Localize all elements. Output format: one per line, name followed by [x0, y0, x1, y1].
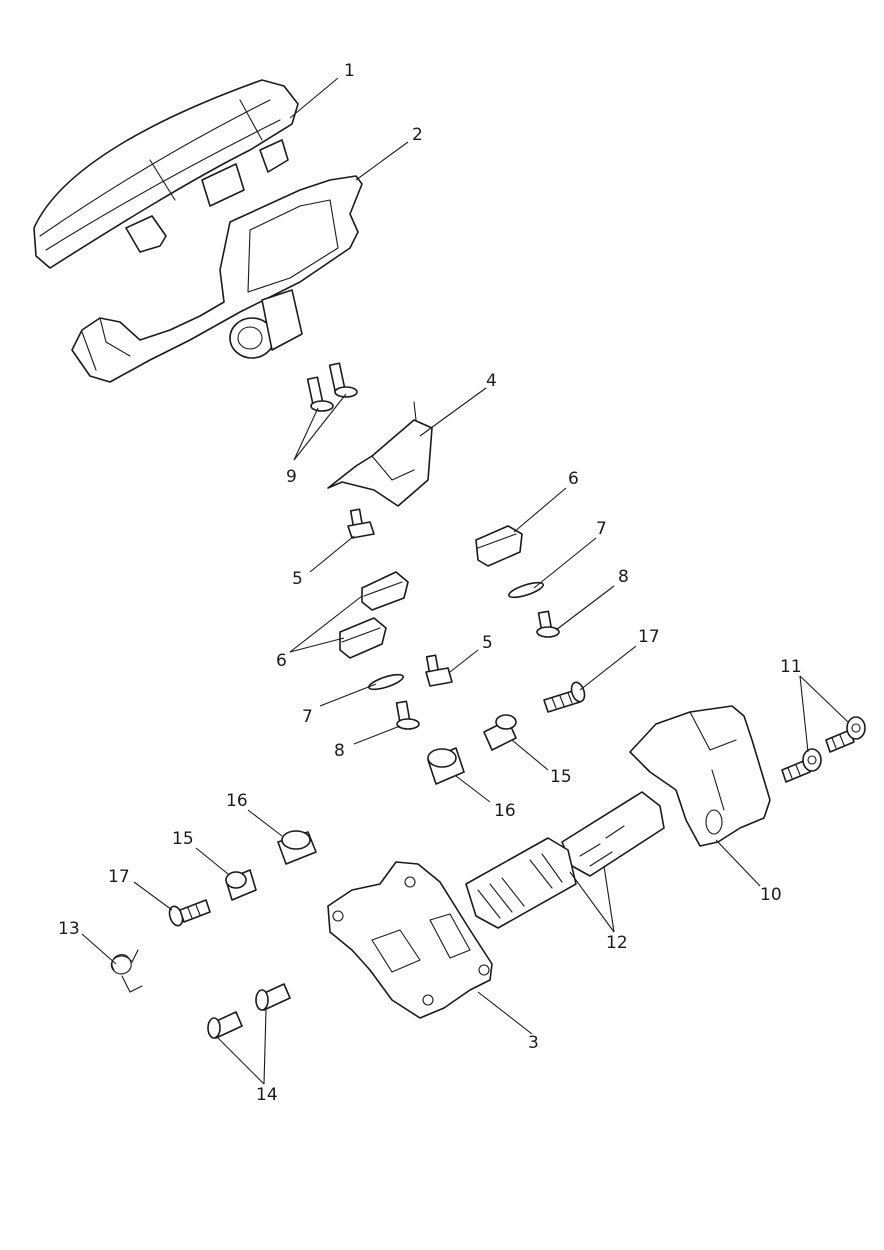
- part-12-sleeve-lower[interactable]: [465, 837, 577, 929]
- callout-12: 12: [606, 933, 628, 953]
- part-2-bracket[interactable]: [71, 175, 363, 383]
- callout-11: 11: [780, 657, 802, 677]
- part-11-bolt-left[interactable]: [781, 748, 822, 783]
- part-8-bolt-left[interactable]: [395, 700, 420, 730]
- part-11-bolt-right[interactable]: [825, 716, 866, 753]
- callout-8-right: 8: [618, 567, 629, 587]
- callout-15-left: 15: [172, 829, 194, 849]
- callout-labels: 1 2 4 9 6 7 5 8 17 5 6 11 7 8 15 16 16 1…: [58, 61, 802, 1105]
- callout-17-right: 17: [638, 627, 660, 647]
- callout-16-right: 16: [494, 801, 516, 821]
- callout-3: 3: [528, 1033, 539, 1053]
- part-4-holder[interactable]: [327, 401, 433, 507]
- callout-15-right: 15: [550, 767, 572, 787]
- part-1-instrument-panel[interactable]: [33, 79, 299, 269]
- part-9-bolts[interactable]: [306, 362, 358, 412]
- part-15-bush-left[interactable]: [225, 869, 257, 901]
- callout-1: 1: [344, 61, 355, 81]
- callout-6-left: 6: [276, 651, 287, 671]
- callout-5-lower: 5: [482, 633, 493, 653]
- part-6-grommet-upper[interactable]: [361, 571, 409, 611]
- part-6-grommet-lower[interactable]: [339, 617, 387, 659]
- part-5-screw-upper[interactable]: [347, 508, 375, 539]
- callout-2: 2: [412, 125, 423, 145]
- part-8-bolt-right[interactable]: [536, 610, 560, 638]
- part-14-screw-left[interactable]: [207, 1011, 243, 1039]
- callout-4: 4: [486, 371, 497, 391]
- callout-17-left: 17: [108, 867, 130, 887]
- part-13-spring-clip[interactable]: [110, 949, 143, 993]
- callout-14: 14: [256, 1085, 278, 1105]
- part-15-bush-right[interactable]: [483, 714, 517, 751]
- callout-13: 13: [58, 919, 80, 939]
- part-16-collar-left[interactable]: [277, 830, 317, 865]
- part-17-screw-left[interactable]: [167, 899, 211, 927]
- part-16-collar-right[interactable]: [427, 747, 465, 785]
- part-7-washer-left[interactable]: [367, 672, 404, 693]
- callout-8-left: 8: [334, 741, 345, 761]
- callout-7-left: 7: [302, 707, 313, 727]
- leader-lines: [81, 77, 849, 1085]
- callout-16-left: 16: [226, 791, 248, 811]
- part-7-washer-right[interactable]: [507, 580, 544, 601]
- callout-6-right: 6: [568, 469, 579, 489]
- part-14-screw-right[interactable]: [255, 983, 291, 1011]
- callout-9: 9: [286, 467, 297, 487]
- part-17-screw-right[interactable]: [543, 681, 587, 713]
- callout-10: 10: [760, 885, 782, 905]
- callout-7-right: 7: [596, 519, 607, 539]
- part-10-clamp-top[interactable]: [629, 705, 771, 847]
- part-12-sleeve-upper[interactable]: [561, 791, 665, 877]
- part-3-clamp-base[interactable]: [327, 861, 493, 1019]
- part-6-grommet-right[interactable]: [475, 525, 523, 567]
- callout-5-upper: 5: [292, 569, 303, 589]
- part-5-screw-lower[interactable]: [425, 654, 453, 687]
